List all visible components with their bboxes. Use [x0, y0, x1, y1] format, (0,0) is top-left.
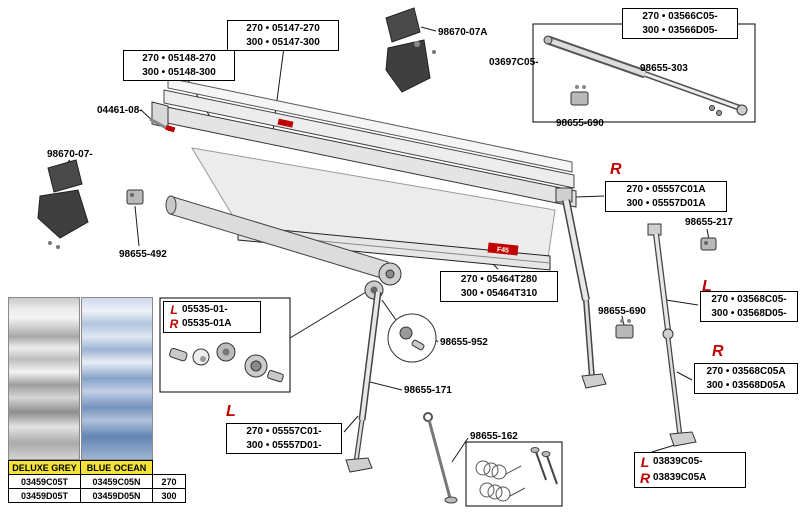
part-label-98655-303: 98655-303 — [640, 63, 688, 74]
fabric-size-cell: 270 — [152, 474, 186, 489]
part-label-05464: 270 • 05464T280 300 • 05464T310 — [440, 271, 558, 302]
small-parts — [37, 7, 717, 339]
clamp-part-top — [570, 91, 589, 106]
fabric-table: DELUXE GREY BLUE OCEAN 03459C05T 03459C0… — [8, 460, 186, 503]
spare-leg — [647, 223, 697, 447]
part-label-98655-492: 98655-492 — [119, 249, 167, 260]
part-label-05535: L 05535-01- R 05535-01A — [163, 301, 261, 333]
left-marker-leg: L — [702, 278, 712, 295]
fabric-header-blue-ocean: BLUE OCEAN — [80, 460, 153, 475]
fabric-swatch-blue-ocean — [81, 297, 153, 460]
right-marker-leg: R — [712, 343, 724, 360]
part-label-03566: 270 • 03566C05- 300 • 03566D05- — [622, 8, 738, 39]
left-marker-center-leg: L — [226, 403, 236, 420]
strip-part — [149, 117, 176, 133]
bracket-part — [126, 189, 144, 205]
part-label-98670-07A: 98670-07A — [438, 27, 488, 38]
cable-kit-box — [465, 441, 563, 507]
part-label-98670-07: 98670-07- — [47, 149, 93, 160]
awning-case — [151, 77, 577, 208]
roller-tube — [165, 195, 402, 286]
leg-bracket-part — [700, 237, 717, 251]
end-cap-left — [37, 159, 89, 249]
right-marker-foot: R — [640, 470, 651, 486]
right-marker-top: R — [610, 161, 622, 178]
part-label-98655-690-mid: 98655-690 — [598, 306, 646, 317]
fabric-code-cell: 03459D05T — [8, 488, 81, 503]
fabric-code-cell: 03459C05N — [80, 474, 153, 489]
part-label-98655-952: 98655-952 — [440, 337, 488, 348]
fabric-swatch-deluxe-grey — [8, 297, 80, 460]
fabric-header-deluxe-grey: DELUXE GREY — [8, 460, 81, 475]
left-marker-foot: L — [640, 454, 650, 470]
support-arm-assembly-box — [532, 23, 756, 123]
detail-circle — [387, 313, 437, 363]
part-label-98655-690-top: 98655-690 — [556, 118, 604, 129]
part-label-05557A: 270 • 05557C01A 300 • 05557D01A — [605, 181, 727, 212]
part-label-03697C05: 03697C05- — [489, 57, 539, 68]
brand-sticker-case — [277, 118, 294, 128]
right-leg — [555, 187, 607, 389]
part-label-05557: 270 • 05557C01- 300 • 05557D01- — [226, 423, 342, 454]
fabric-size-cell: 300 — [152, 488, 186, 503]
fabric-code-cell: 03459C05T — [8, 474, 81, 489]
fabric-table-header-row: DELUXE GREY BLUE OCEAN — [8, 460, 186, 475]
clamp-part-mid — [615, 324, 634, 339]
front-rail: F45 — [237, 225, 551, 271]
svg-text:F45: F45 — [496, 246, 509, 254]
part-label-98655-171: 98655-171 — [404, 385, 452, 396]
part-label-05147: 270 • 05147-270 300 • 05147-300 — [227, 20, 339, 51]
part-label-03568A: 270 • 03568C05A 300 • 03568D05A — [694, 363, 798, 394]
part-label-98655-162: 98655-162 — [470, 431, 518, 442]
fabric-table-row: 03459C05T 03459C05N 270 — [8, 474, 186, 489]
part-label-04461-08: 04461-08- — [97, 105, 143, 116]
part-label-03568: 270 • 03568C05- 300 • 03568D05- — [700, 291, 798, 322]
part-label-05148: 270 • 05148-270 300 • 05148-300 — [123, 50, 235, 81]
fabric-code-cell: 03459D05N — [80, 488, 153, 503]
brand-badge: F45 — [487, 242, 519, 256]
right-marker-knob: R — [169, 317, 179, 331]
end-cap-right — [385, 7, 436, 93]
part-label-98655-217: 98655-217 — [685, 217, 733, 228]
tension-pole — [423, 412, 458, 504]
center-leg — [345, 291, 382, 473]
fabric-table-row: 03459D05T 03459D05N 300 — [8, 488, 186, 503]
part-label-03839: L 03839C05- R 03839C05A — [634, 452, 746, 488]
left-marker-knob: L — [170, 303, 178, 317]
